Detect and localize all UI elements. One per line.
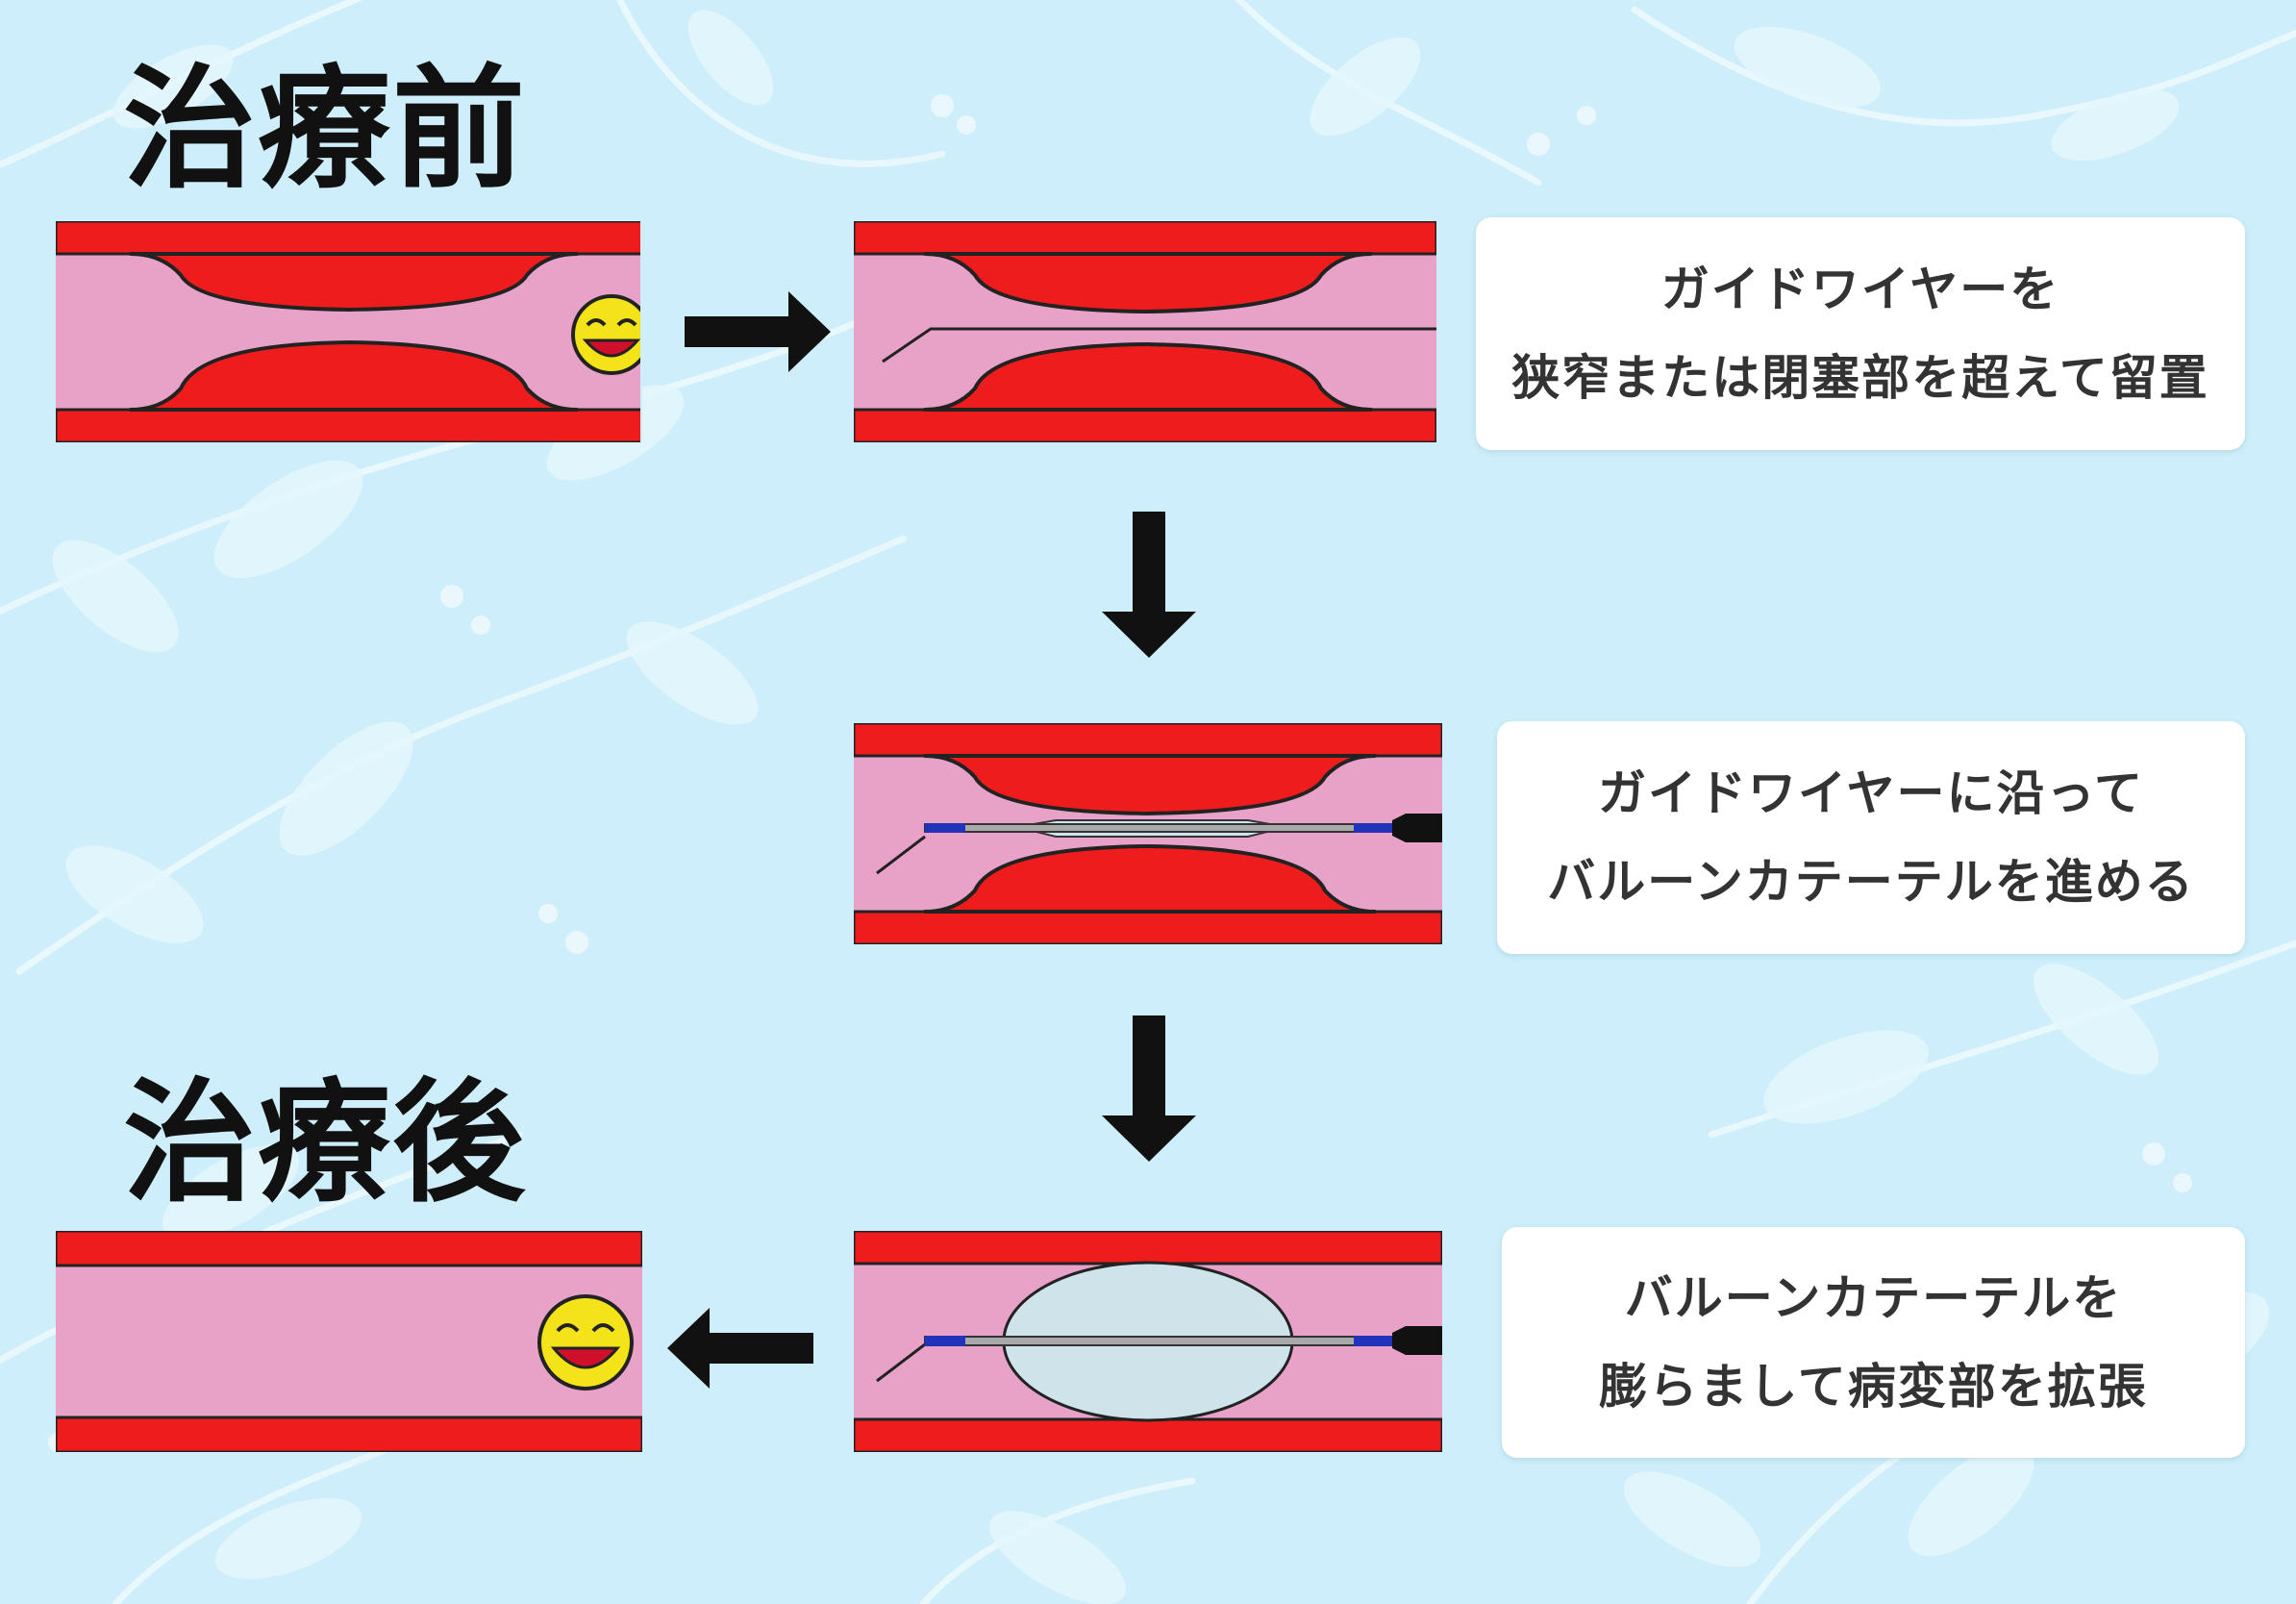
plaque-top [129, 252, 579, 312]
arrow-right-icon [685, 291, 831, 372]
vessel-wall-top [56, 221, 642, 256]
catheter-hub [1392, 1326, 1442, 1355]
vessel-guidewire-placed [854, 221, 1436, 442]
catheter-shaft [924, 823, 1407, 833]
guidewire [882, 327, 1436, 363]
vessel-catheter-advanced [854, 723, 1442, 944]
note-line: ガイドワイヤーを [1660, 262, 2060, 317]
plaque-top [923, 754, 1377, 815]
vessel-wall-top [854, 723, 1442, 758]
note-line: 膨らまして病変部を拡張 [1599, 1359, 2148, 1415]
catheter-shaft [924, 1336, 1407, 1346]
arrow-left-icon [667, 1308, 813, 1389]
step-note-balloon: バルーンカテーテルを 膨らまして病変部を拡張 [1502, 1227, 2245, 1458]
vessel-balloon-inflated [854, 1231, 1442, 1452]
smiley-face-icon [537, 1294, 634, 1391]
smiley-face-icon [571, 294, 642, 375]
step-note-catheter: ガイドワイヤーに沿って バルーンカテーテルを進める [1497, 721, 2245, 954]
arrow-down-icon [1102, 1015, 1196, 1162]
catheter-tip-marker [925, 823, 965, 833]
note-line: 狭窄または閉塞部を超えて留置 [1511, 350, 2209, 406]
vessel-wall-top [854, 221, 1436, 256]
catheter-rear-marker [1354, 1336, 1392, 1346]
vessel-wall-bottom [854, 408, 1436, 442]
note-line: バルーンカテーテルを進める [1547, 854, 2195, 910]
before-treatment-heading: 治療前 [123, 52, 528, 207]
catheter-rear-marker [1354, 823, 1392, 833]
note-line: ガイドワイヤーに沿って [1598, 765, 2144, 821]
plaque-bottom [923, 844, 1377, 914]
guidewire-tip [876, 1342, 926, 1383]
catheter-tip-marker [925, 1336, 965, 1346]
vessel-wall-bottom [56, 1416, 642, 1452]
vessel-wall-top [56, 1231, 642, 1267]
arrow-down-icon [1102, 512, 1196, 658]
plaque-bottom [923, 342, 1373, 412]
step-note-guidewire: ガイドワイヤーを 狭窄または閉塞部を超えて留置 [1476, 217, 2245, 450]
plaque-bottom [129, 340, 579, 412]
vessel-wall-bottom [56, 408, 642, 442]
plaque-top [923, 252, 1373, 313]
vessel-wall-bottom [854, 910, 1442, 944]
note-line: バルーンカテーテルを [1624, 1270, 2123, 1326]
vessel-stenosis-before [56, 221, 642, 442]
guidewire-tip [876, 835, 926, 875]
vessel-wall-top [854, 1231, 1442, 1266]
after-treatment-heading: 治療後 [123, 1065, 528, 1220]
vessel-after-treatment [56, 1231, 642, 1452]
vessel-wall-bottom [854, 1417, 1442, 1452]
catheter-hub [1392, 814, 1442, 842]
